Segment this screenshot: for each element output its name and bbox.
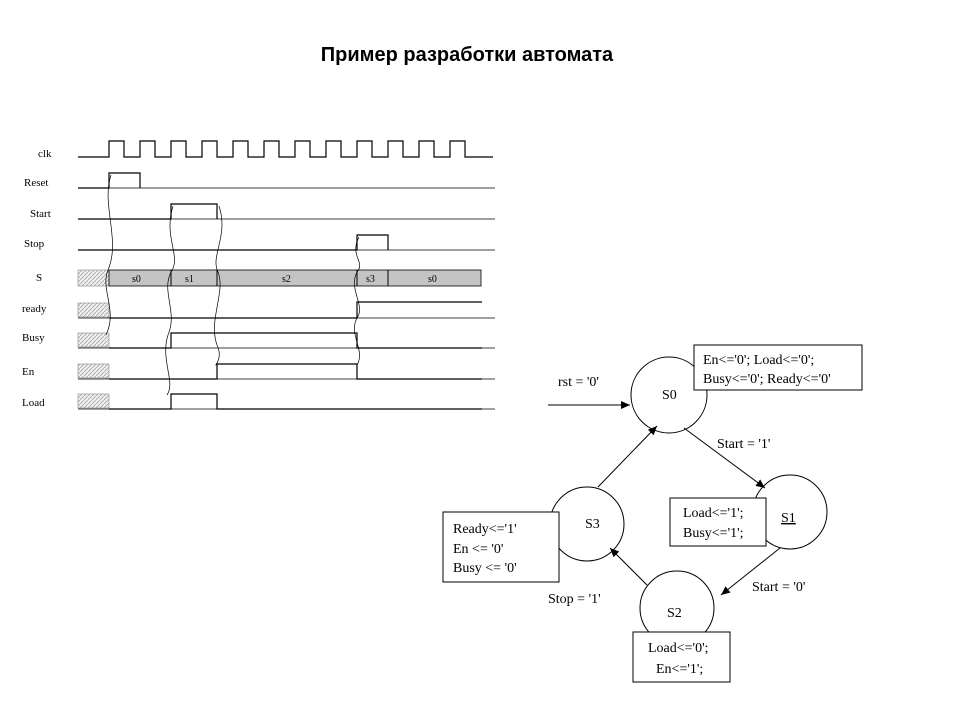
state-machine: S0 S1 S2 S3 rst = '0' Start = '1' Start … bbox=[442, 344, 863, 683]
start-condition: Start = '1' bbox=[717, 437, 770, 452]
start-waveform bbox=[78, 203, 218, 220]
s-hatched-unknown bbox=[77, 269, 110, 287]
s3-outputs-box bbox=[442, 511, 560, 583]
transition-s1-s2 bbox=[720, 547, 781, 596]
s0-outputs-box bbox=[693, 344, 863, 391]
transition-s2-s3 bbox=[609, 547, 648, 586]
s1-exit-condition: Start = '0' bbox=[752, 580, 805, 595]
signal-label-load: Load bbox=[22, 397, 45, 409]
signal-label-reset: Reset bbox=[24, 177, 48, 189]
state-s0-circle bbox=[630, 356, 708, 434]
state-s2-label: S2 bbox=[667, 606, 682, 621]
load-waveform bbox=[109, 393, 482, 410]
s3-output-line-1: Ready<='1' bbox=[453, 522, 517, 537]
s1-output-line-1: Load<='1'; bbox=[683, 506, 744, 521]
signal-label-clk: clk bbox=[38, 148, 52, 160]
state-s1-label: S1 bbox=[781, 511, 796, 526]
reset-condition: rst = '0' bbox=[558, 375, 599, 390]
transition-s3-s0 bbox=[597, 425, 658, 488]
state-s0-label: S0 bbox=[662, 388, 677, 403]
s1-outputs-box bbox=[669, 497, 767, 547]
s2-output-line-2: En<='1'; bbox=[656, 662, 703, 677]
s0-output-line-2: Busy<='0'; Ready<='0' bbox=[703, 372, 831, 387]
ready-waveform bbox=[109, 301, 482, 319]
stop-condition: Stop = '1' bbox=[548, 592, 601, 607]
en-waveform bbox=[109, 363, 482, 380]
signal-label-s: S bbox=[36, 272, 42, 284]
s2-outputs-box bbox=[632, 631, 731, 683]
signal-label-en: En bbox=[22, 366, 35, 378]
s-bus-state-0: s0 bbox=[132, 274, 141, 285]
signal-label-ready: ready bbox=[22, 303, 47, 315]
signal-label-busy: Busy bbox=[22, 332, 45, 344]
clk-waveform bbox=[78, 140, 493, 158]
s1-output-line-2: Busy<='1'; bbox=[683, 526, 744, 541]
timing-diagram: clk Reset Start Stop S ready Busy En Loa… bbox=[22, 140, 495, 410]
causal-arrows bbox=[105, 174, 361, 396]
busy-waveform bbox=[109, 332, 482, 349]
state-s3-label: S3 bbox=[585, 517, 600, 532]
reset-waveform bbox=[78, 172, 141, 189]
s0-output-line-1: En<='0'; Load<='0'; bbox=[703, 353, 814, 368]
transition-s0-s1 bbox=[683, 427, 766, 489]
s2-output-line-1: Load<='0'; bbox=[648, 641, 709, 656]
signal-label-start: Start bbox=[30, 208, 51, 220]
s-bus-state-2: s2 bbox=[282, 274, 291, 285]
s-bus-state-3: s3 bbox=[366, 274, 375, 285]
signal-label-stop: Stop bbox=[24, 238, 45, 250]
s-bus-state-4: s0 bbox=[428, 274, 437, 285]
stop-waveform bbox=[78, 234, 389, 251]
s3-output-line-2: En <= '0' bbox=[453, 542, 503, 557]
slide-title: Пример разработки автомата bbox=[320, 44, 614, 66]
s-bus-state-1: s1 bbox=[185, 274, 194, 285]
s3-output-line-3: Busy <= '0' bbox=[453, 561, 517, 576]
